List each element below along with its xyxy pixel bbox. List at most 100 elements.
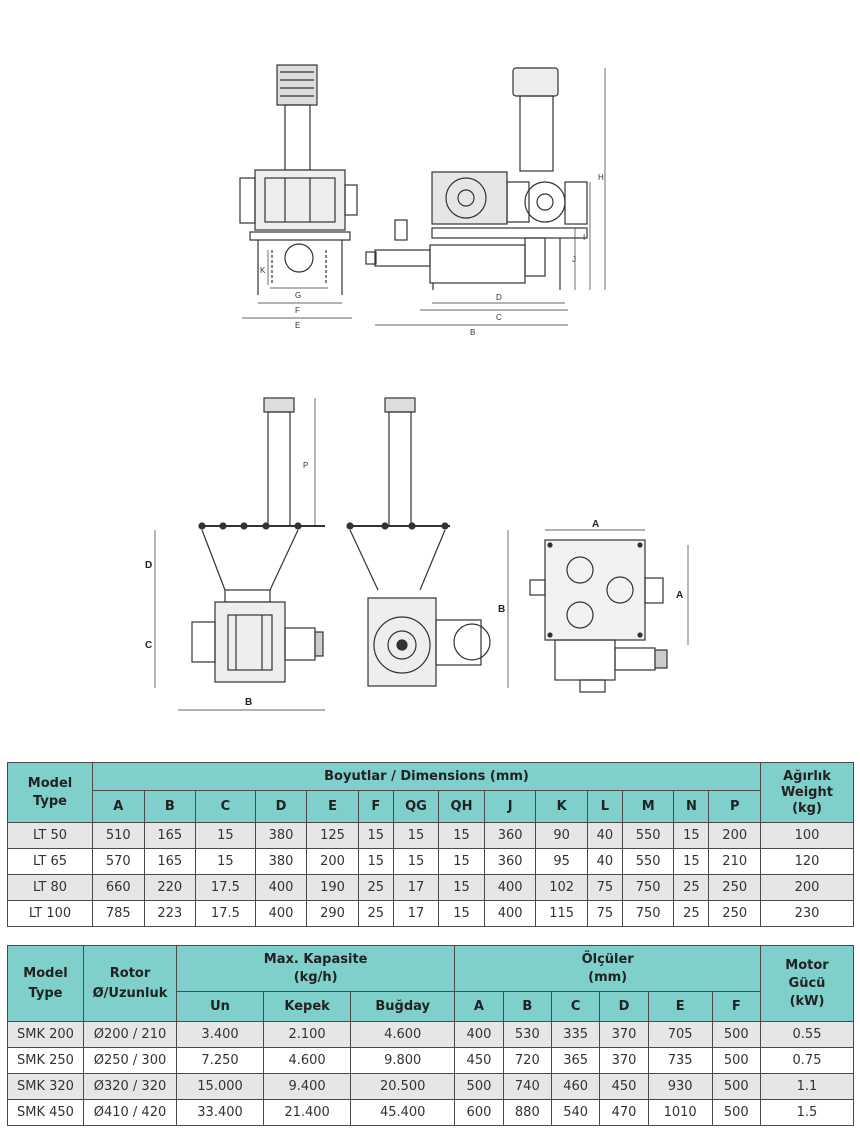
t1-col-l: L [586, 790, 623, 823]
rotary-valve-front-view [191, 397, 325, 683]
value-cell: 15 [673, 822, 710, 849]
dim-label-c: C [496, 313, 502, 322]
t1-col-c: C [195, 790, 256, 823]
power-cell: 0.75 [760, 1047, 854, 1074]
value-cell: 380 [254, 848, 308, 875]
t2-capacity-col: Un [175, 991, 265, 1022]
value-cell: 15 [392, 822, 440, 849]
value-cell: 165 [143, 822, 197, 849]
dim-label-k: K [260, 266, 266, 275]
value-cell: 750 [621, 874, 675, 901]
t1-col-f: F [357, 790, 394, 823]
value-cell: 660 [92, 874, 145, 901]
dim-label-b-valve: B [245, 697, 252, 708]
t2-capacity-col: Buğday [350, 991, 456, 1022]
size-cell: 600 [454, 1099, 504, 1126]
size-cell: 500 [711, 1047, 762, 1074]
size-cell: 365 [550, 1047, 601, 1074]
dim-label-d: D [496, 293, 502, 302]
size-cell: 450 [599, 1073, 649, 1100]
t2-size-col-a: A [454, 991, 504, 1022]
value-cell: 15 [392, 848, 440, 875]
dim-label-g: G [295, 291, 301, 300]
size-cell: 500 [711, 1073, 762, 1100]
rotary-valve-top-view [529, 539, 668, 693]
value-cell: 400 [254, 874, 308, 901]
value-cell: 250 [708, 900, 761, 927]
t2-power-header: Motor Gücü (kW) [760, 945, 854, 1022]
capacity-cell: 9.800 [350, 1047, 456, 1074]
capacity-cell: 4.600 [263, 1047, 352, 1074]
t2-capacity-col: Kepek [263, 991, 352, 1022]
value-cell: 17 [392, 900, 440, 927]
value-cell: 17 [392, 874, 440, 901]
t2-size-col-f: F [711, 991, 762, 1022]
t1-model-header: Model Type [7, 762, 93, 823]
dim-label-i: I [583, 233, 585, 242]
size-cell: 740 [502, 1073, 553, 1100]
value-cell: 750 [621, 900, 675, 927]
t1-col-d: D [254, 790, 308, 823]
smk-specs-table: Model Type Rotor Ø/Uzunluk Max. Kapasite… [7, 945, 854, 1126]
capacity-cell: 3.400 [175, 1021, 265, 1048]
weight-cell: 120 [760, 848, 854, 875]
dim-label-b: B [470, 328, 475, 337]
power-cell: 0.55 [760, 1021, 854, 1048]
value-cell: 102 [535, 874, 588, 901]
capacity-cell: 2.100 [263, 1021, 352, 1048]
value-cell: 125 [306, 822, 359, 849]
dim-label-p: P [303, 461, 308, 470]
t2-model-header: Model Type [7, 945, 84, 1022]
t1-col-a: A [92, 790, 145, 823]
value-cell: 17.5 [195, 900, 256, 927]
capacity-cell: 45.400 [350, 1099, 456, 1126]
value-cell: 400 [483, 900, 537, 927]
power-cell: 1.1 [760, 1073, 854, 1100]
dim-label-c-valve: C [145, 640, 152, 651]
capacity-cell: 9.400 [263, 1073, 352, 1100]
blower-front-view [239, 64, 358, 295]
size-cell: 335 [550, 1021, 601, 1048]
value-cell: 25 [357, 874, 394, 901]
t2-rotor-header: Rotor Ø/Uzunluk [83, 945, 177, 1022]
value-cell: 380 [254, 822, 308, 849]
size-cell: 370 [599, 1047, 649, 1074]
t2-size-col-d: D [599, 991, 649, 1022]
weight-cell: 230 [760, 900, 854, 927]
dim-label-b-side: B [498, 604, 505, 615]
lt-dimensions-table: Model Type Boyutlar / Dimensions (mm) Ağ… [7, 762, 854, 927]
size-cell: 540 [550, 1099, 601, 1126]
size-cell: 880 [502, 1099, 553, 1126]
t2-capacity-header: Max. Kapasite (kg/h) [175, 945, 456, 992]
value-cell: 75 [586, 900, 623, 927]
model-cell: LT 50 [7, 822, 93, 849]
capacity-cell: 15.000 [175, 1073, 265, 1100]
value-cell: 15 [438, 822, 485, 849]
value-cell: 15 [357, 848, 394, 875]
rotary-valve-top-dimensions [545, 529, 689, 645]
t1-col-j: J [483, 790, 537, 823]
rotor-cell: Ø410 / 420 [83, 1099, 177, 1126]
size-cell: 470 [599, 1099, 649, 1126]
dim-label-j: J [572, 255, 576, 264]
capacity-cell: 7.250 [175, 1047, 265, 1074]
capacity-cell: 33.400 [175, 1099, 265, 1126]
value-cell: 95 [535, 848, 588, 875]
model-cell: SMK 250 [7, 1047, 84, 1074]
capacity-cell: 20.500 [350, 1073, 456, 1100]
size-cell: 705 [647, 1021, 713, 1048]
dim-label-a-side: A [676, 590, 683, 601]
size-cell: 1010 [647, 1099, 713, 1126]
value-cell: 785 [92, 900, 145, 927]
value-cell: 40 [586, 848, 623, 875]
model-cell: SMK 200 [7, 1021, 84, 1048]
t1-weight-header: Ağırlık Weight (kg) [760, 762, 854, 823]
value-cell: 25 [673, 874, 710, 901]
t2-size-col-c: C [550, 991, 601, 1022]
value-cell: 200 [306, 848, 359, 875]
